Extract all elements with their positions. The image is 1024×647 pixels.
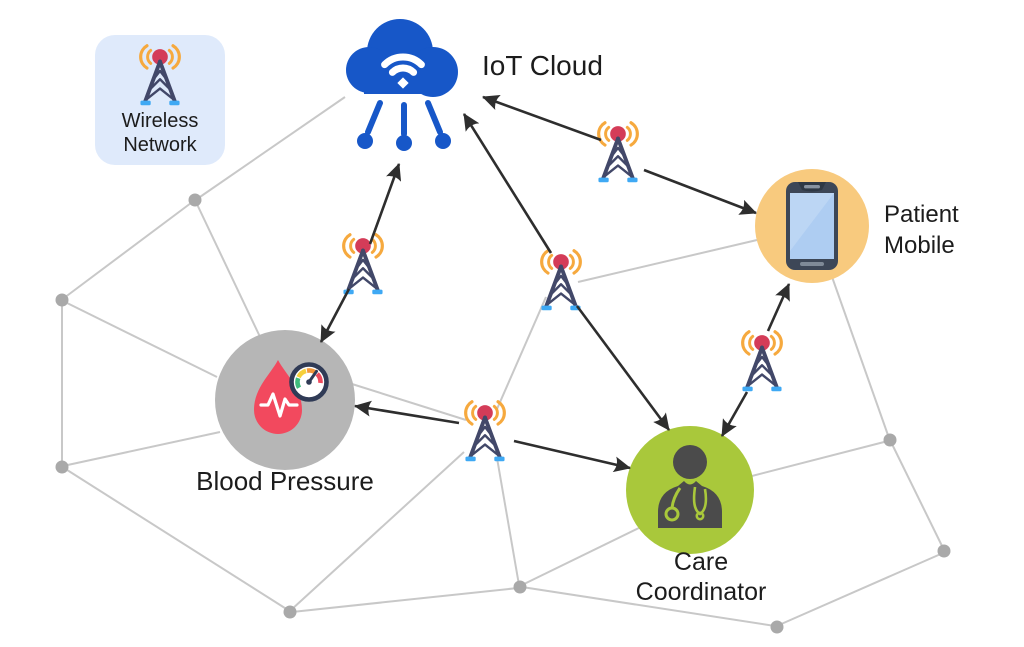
wifi-icon [381, 53, 425, 69]
care-coordinator-node [626, 426, 754, 554]
cell-tower-icon [138, 43, 182, 108]
heartbeat-line-icon [259, 392, 299, 418]
mesh-node-dot [283, 605, 297, 619]
cloud-icon [346, 19, 458, 151]
cell-tower-icon [463, 399, 507, 464]
mesh-edge [747, 440, 889, 478]
mesh-edge [778, 552, 944, 626]
patient-mobile-label: Patient Mobile [884, 201, 959, 259]
smartphone-icon [786, 182, 838, 270]
cell-tower-icon [596, 120, 640, 185]
doctor-icon [658, 445, 722, 528]
blood-pressure-node [215, 330, 355, 470]
cell-tower-icon [740, 329, 784, 394]
patient-mobile-node [755, 169, 869, 283]
mesh-edge [351, 383, 467, 421]
wireless-network-legend: Wireless Network [95, 35, 225, 165]
blood-pressure-label: Blood Pressure [196, 466, 374, 496]
cell-tower-icon [539, 248, 583, 313]
mesh-edge [63, 199, 196, 299]
mesh-node-dot [883, 433, 897, 447]
mesh-edge [291, 587, 519, 613]
blood-pressure-sensor-icon [254, 360, 329, 434]
cloud-label: IoT Cloud [482, 50, 603, 81]
mesh-node-dot [770, 620, 784, 634]
mesh-edge [577, 239, 758, 283]
connection-arrow-tower-lower-center-to-care-coordinator [513, 439, 631, 473]
care-coordinator-label: Care Coordinator [635, 548, 767, 606]
mesh-edge [62, 431, 221, 467]
connection-arrow-tower-right-to-patient-mobile [766, 283, 791, 332]
mesh-node-dot [188, 193, 202, 207]
mesh-node-dot [513, 580, 527, 594]
mesh-edge [194, 199, 263, 342]
mesh-node-dot [937, 544, 951, 558]
mesh-edge [62, 300, 218, 378]
mesh-node-dot [55, 293, 69, 307]
connection-arrow-tower-upper-right-to-patient-mobile [643, 168, 757, 215]
connection-arrow-tower-lower-center-to-blood-pressure [354, 400, 460, 425]
stethoscope-icon [664, 486, 708, 522]
mesh-edge [496, 457, 520, 586]
legend-label: Wireless Network [121, 110, 199, 157]
gauge-icon [289, 362, 329, 402]
mesh-edge [830, 273, 890, 439]
mesh-edge [890, 441, 945, 551]
cloud-node [322, 10, 478, 165]
cell-tower-icon [341, 232, 385, 297]
connection-arrow-tower-upper-right-to-cloud [482, 94, 602, 142]
mesh-node-dot [55, 460, 69, 474]
connection-arrow-tower-center-to-care-coordinator [575, 305, 671, 431]
